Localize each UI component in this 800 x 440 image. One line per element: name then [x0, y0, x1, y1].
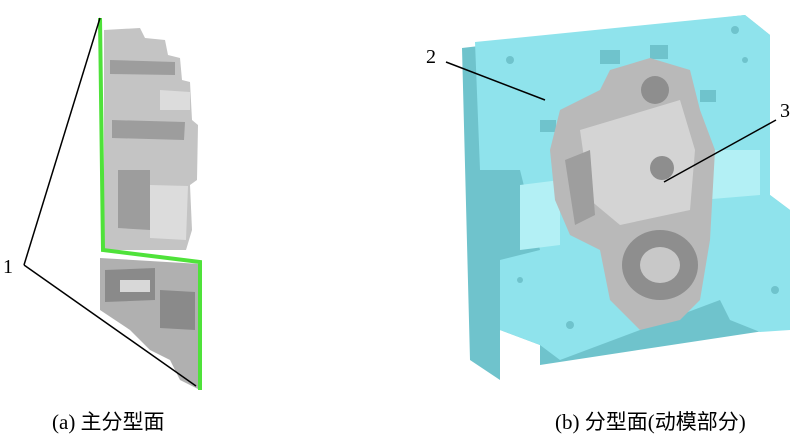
casting-part — [550, 58, 715, 330]
caption-a: (a) 主分型面 — [52, 410, 165, 434]
casting-side-view — [100, 28, 200, 390]
label-2: 2 — [426, 46, 436, 68]
label-3: 3 — [780, 100, 790, 122]
parting-line — [98, 17, 202, 390]
leader-line-1a — [23, 17, 101, 266]
caption-b: (b) 分型面(动模部分) — [555, 410, 746, 434]
leader-line-1b — [23, 264, 197, 387]
leader-line-3 — [663, 119, 777, 183]
leader-line-2 — [445, 61, 546, 101]
label-1: 1 — [3, 256, 13, 278]
